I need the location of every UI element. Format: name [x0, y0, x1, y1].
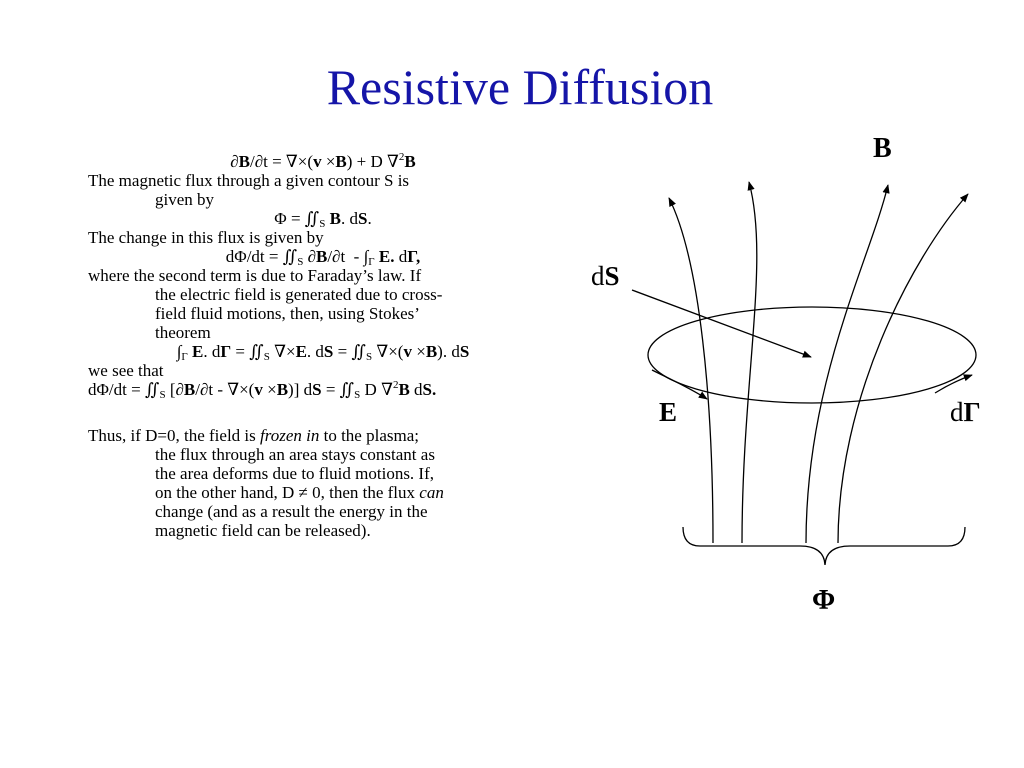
label-B: B	[873, 133, 892, 164]
label-dGamma: dΓ	[950, 397, 981, 427]
paragraph-faraday-line3: field fluid motions, then, using Stokes’	[155, 304, 420, 323]
paragraph-faraday-line1: where the second term is due to Faraday’…	[88, 266, 422, 285]
equation-flux: Φ = ∬S B. dS.	[274, 209, 372, 230]
contour-ellipse	[647, 306, 977, 404]
paragraph-frozen-in: Thus, if D=0, the field is frozen in to …	[88, 426, 444, 540]
dGamma-arrow	[934, 374, 973, 394]
paragraph-flux-line2: given by	[155, 190, 215, 209]
field-line-3	[805, 184, 890, 544]
field-line-1	[668, 197, 714, 544]
slide-title: Resistive Diffusion	[326, 59, 714, 115]
label-E: E	[659, 397, 677, 427]
flux-brace	[682, 526, 966, 566]
field-line-2	[741, 181, 758, 544]
paragraph-faraday-line2: the electric field is generated due to c…	[155, 285, 443, 304]
equation-flux-change: dΦ/dt = ∬S ∂B/∂t - ∫Γ E. dΓ,	[225, 247, 421, 268]
emphasis-frozen-in: frozen in	[260, 426, 320, 445]
equation-stokes: ∫Γ E. dΓ = ∬S ∇×E. dS = ∬S ∇×(v ×B). dS	[176, 342, 470, 363]
E-arrow	[651, 369, 708, 400]
dS-arrow	[631, 289, 812, 358]
paragraph-faraday: where the second term is due to Faraday’…	[88, 266, 558, 342]
slide-body-text: ∂B/∂t = ∇×(v ×B) + D ∇2B The magnetic fl…	[88, 151, 558, 541]
paragraph-change: The change in this flux is given by	[88, 228, 324, 247]
paragraph-flux-line1: The magnetic flux through a given contou…	[88, 171, 410, 190]
label-Phi: Φ	[812, 585, 835, 616]
paragraph-we-see: we see that	[88, 361, 164, 380]
equation-result: dΦ/dt = ∬S [∂B/∂t - ∇×(v ×B)] dS = ∬S D …	[88, 379, 437, 401]
label-dS: dS	[591, 261, 620, 291]
field-line-4	[837, 193, 969, 544]
equation-induction: ∂B/∂t = ∇×(v ×B) + D ∇2B	[230, 151, 416, 172]
paragraph-flux-intro: The magnetic flux through a given contou…	[88, 171, 558, 209]
paragraph-faraday-line4: theorem	[155, 323, 211, 342]
emphasis-can: can	[419, 483, 444, 502]
